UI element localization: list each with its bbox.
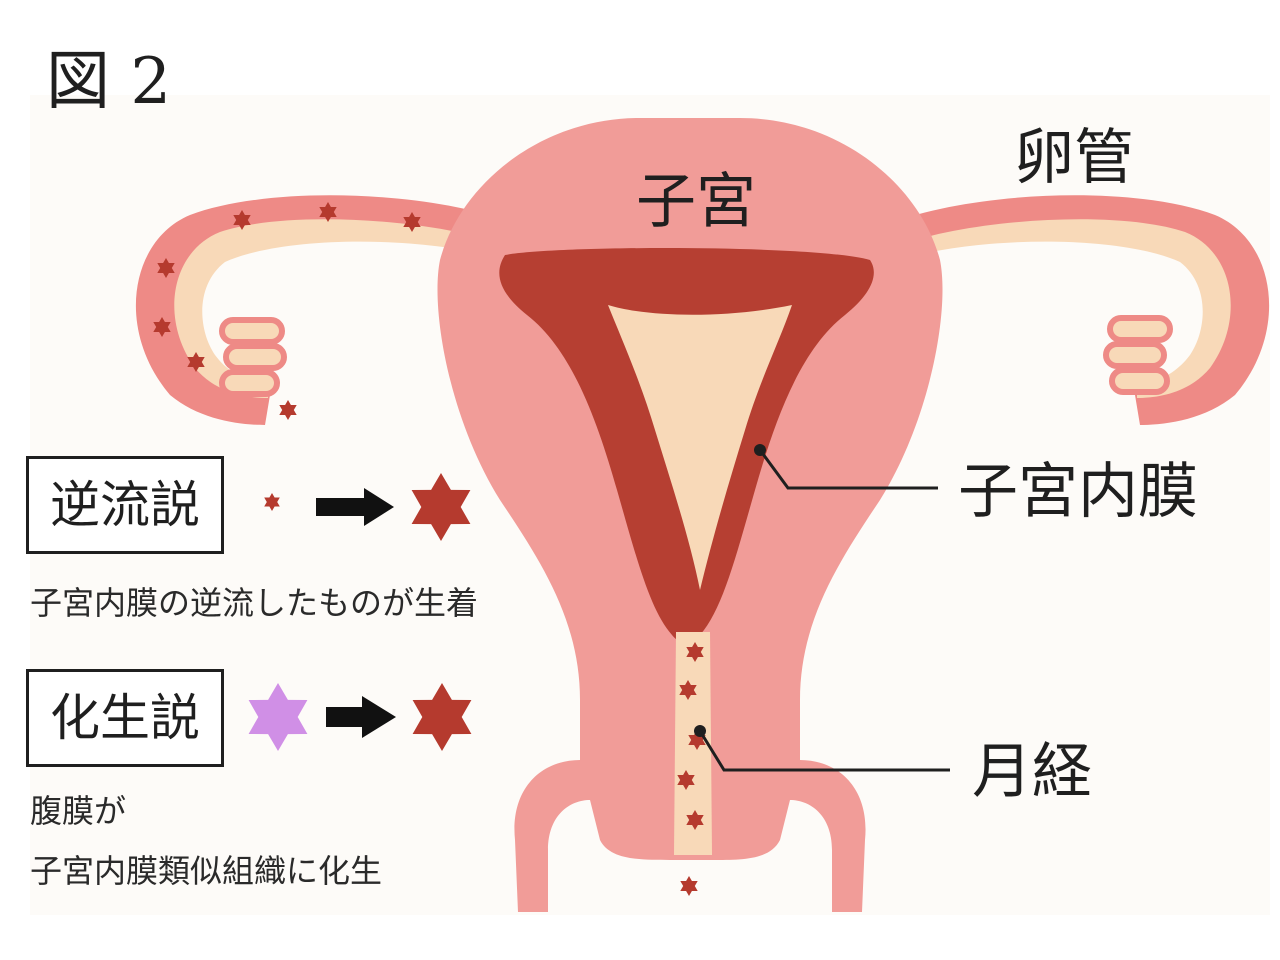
- star-icon: [187, 352, 205, 372]
- leader-endometrium: [754, 444, 938, 490]
- star-icon: [411, 473, 471, 541]
- arrow-right-icon: [316, 488, 394, 526]
- star-icon: [233, 210, 251, 230]
- theory-description: 腹膜が: [30, 792, 127, 830]
- theory-box-metaplasia: 化生説: [26, 669, 224, 767]
- label-uterus: 子宮: [636, 167, 756, 237]
- star-icon: [319, 202, 337, 222]
- star-icon: [680, 876, 698, 896]
- star-icon: [403, 212, 421, 232]
- star-icon: [264, 493, 280, 511]
- leader-menstruation: [694, 725, 950, 772]
- star-markers: [153, 202, 706, 896]
- label-endometrium: 子宮内膜: [958, 457, 1198, 527]
- right-tube-lumen: [900, 219, 1231, 398]
- star-icon: [686, 810, 704, 830]
- label-fallopian-tube: 卵管: [1014, 123, 1134, 193]
- star-icon: [677, 770, 695, 790]
- star-icon: [153, 317, 171, 337]
- theory-description: 子宮内膜の逆流したものが生着: [30, 584, 479, 622]
- theory-description: 子宮内膜類似組織に化生: [30, 852, 383, 890]
- arrow-right-icon: [326, 696, 396, 738]
- left-fimbriae: [219, 317, 287, 397]
- theory-box-retrograde: 逆流説: [26, 456, 224, 554]
- figure-label: 図 2: [46, 45, 172, 119]
- right-fallopian-tube: [885, 195, 1270, 425]
- star-icon: [412, 683, 472, 751]
- theory-title: 逆流説: [50, 476, 200, 534]
- theory-title: 化生説: [50, 689, 200, 747]
- star-icon: [279, 400, 297, 420]
- uterine-cavity: [608, 305, 792, 590]
- star-icon: [686, 642, 704, 662]
- star-icon: [157, 258, 175, 278]
- right-fimbriae: [1103, 315, 1173, 395]
- star-icon: [679, 680, 697, 700]
- label-menstruation: 月経: [972, 737, 1092, 807]
- star-icon: [248, 683, 308, 751]
